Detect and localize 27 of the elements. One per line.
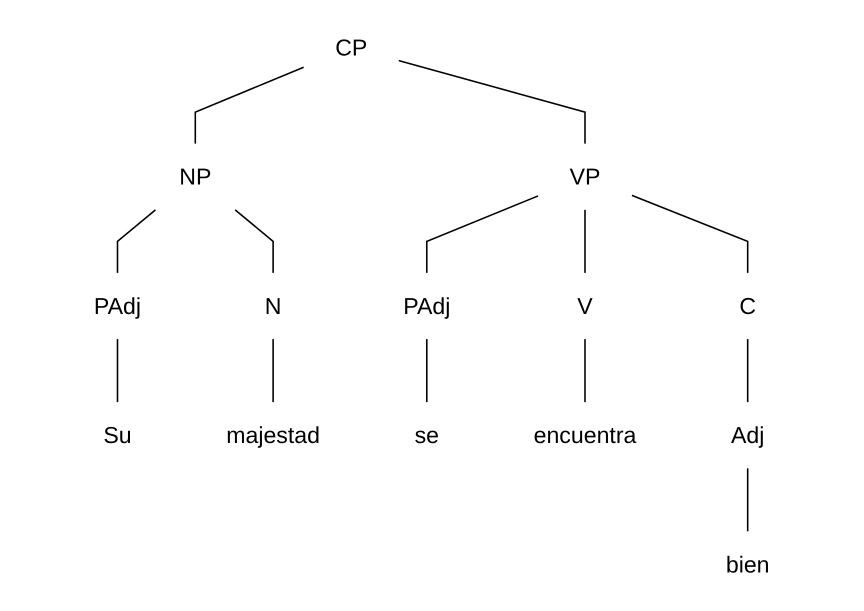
node-text: Su [104,422,132,448]
connector [584,209,586,272]
connector [116,208,156,272]
connector [116,338,119,402]
connector [194,66,304,144]
node-text: PAdj [404,292,451,319]
connector [747,468,749,531]
node-text: PAdj [94,292,142,319]
connector [584,338,586,402]
node-text: se [414,422,440,448]
connector [234,208,274,272]
node-text: V [578,292,593,319]
connector [747,338,749,402]
node-text: Adj [731,422,765,448]
node-text: bien [726,550,770,578]
connector [426,338,428,402]
connector [632,194,749,272]
connector [426,194,539,272]
node-text: C [740,292,756,319]
node-text: N [265,292,282,319]
node-text: CP [335,34,368,60]
node-text: NP [180,163,212,190]
node-text: VP [570,163,601,190]
node-text: encuentra [534,422,637,448]
node-text: majestad [226,422,320,448]
connector [398,59,586,144]
connector [272,338,274,402]
